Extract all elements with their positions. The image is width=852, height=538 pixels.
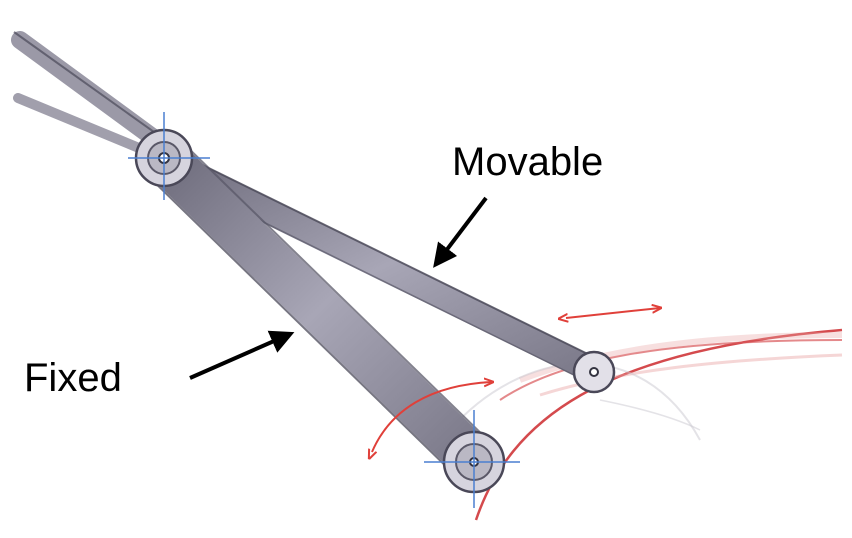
top-pivot bbox=[128, 112, 210, 200]
rod-tail-edge bbox=[13, 31, 169, 143]
fixed-rod bbox=[141, 135, 497, 483]
movable-arrow bbox=[433, 196, 488, 268]
motion-arrows bbox=[372, 308, 660, 452]
label-arrows bbox=[189, 196, 488, 380]
red-path-faint-2 bbox=[539, 353, 843, 397]
red-path-upper bbox=[499, 339, 843, 401]
rotation-arrow bbox=[372, 382, 492, 452]
red-path-group bbox=[449, 328, 843, 521]
fixed-arrow bbox=[189, 330, 295, 380]
rod-tail-upper bbox=[11, 31, 179, 159]
movable-rod-edge-top bbox=[171, 149, 601, 361]
red-path-faint-1 bbox=[518, 332, 843, 383]
movable-label: Movable bbox=[452, 140, 604, 184]
slide-arrow bbox=[566, 308, 660, 318]
grey-path-faint-2 bbox=[599, 399, 701, 431]
slider-pivot bbox=[572, 350, 616, 394]
rods-group bbox=[11, 31, 609, 483]
fixed-label: Fixed bbox=[24, 356, 122, 400]
